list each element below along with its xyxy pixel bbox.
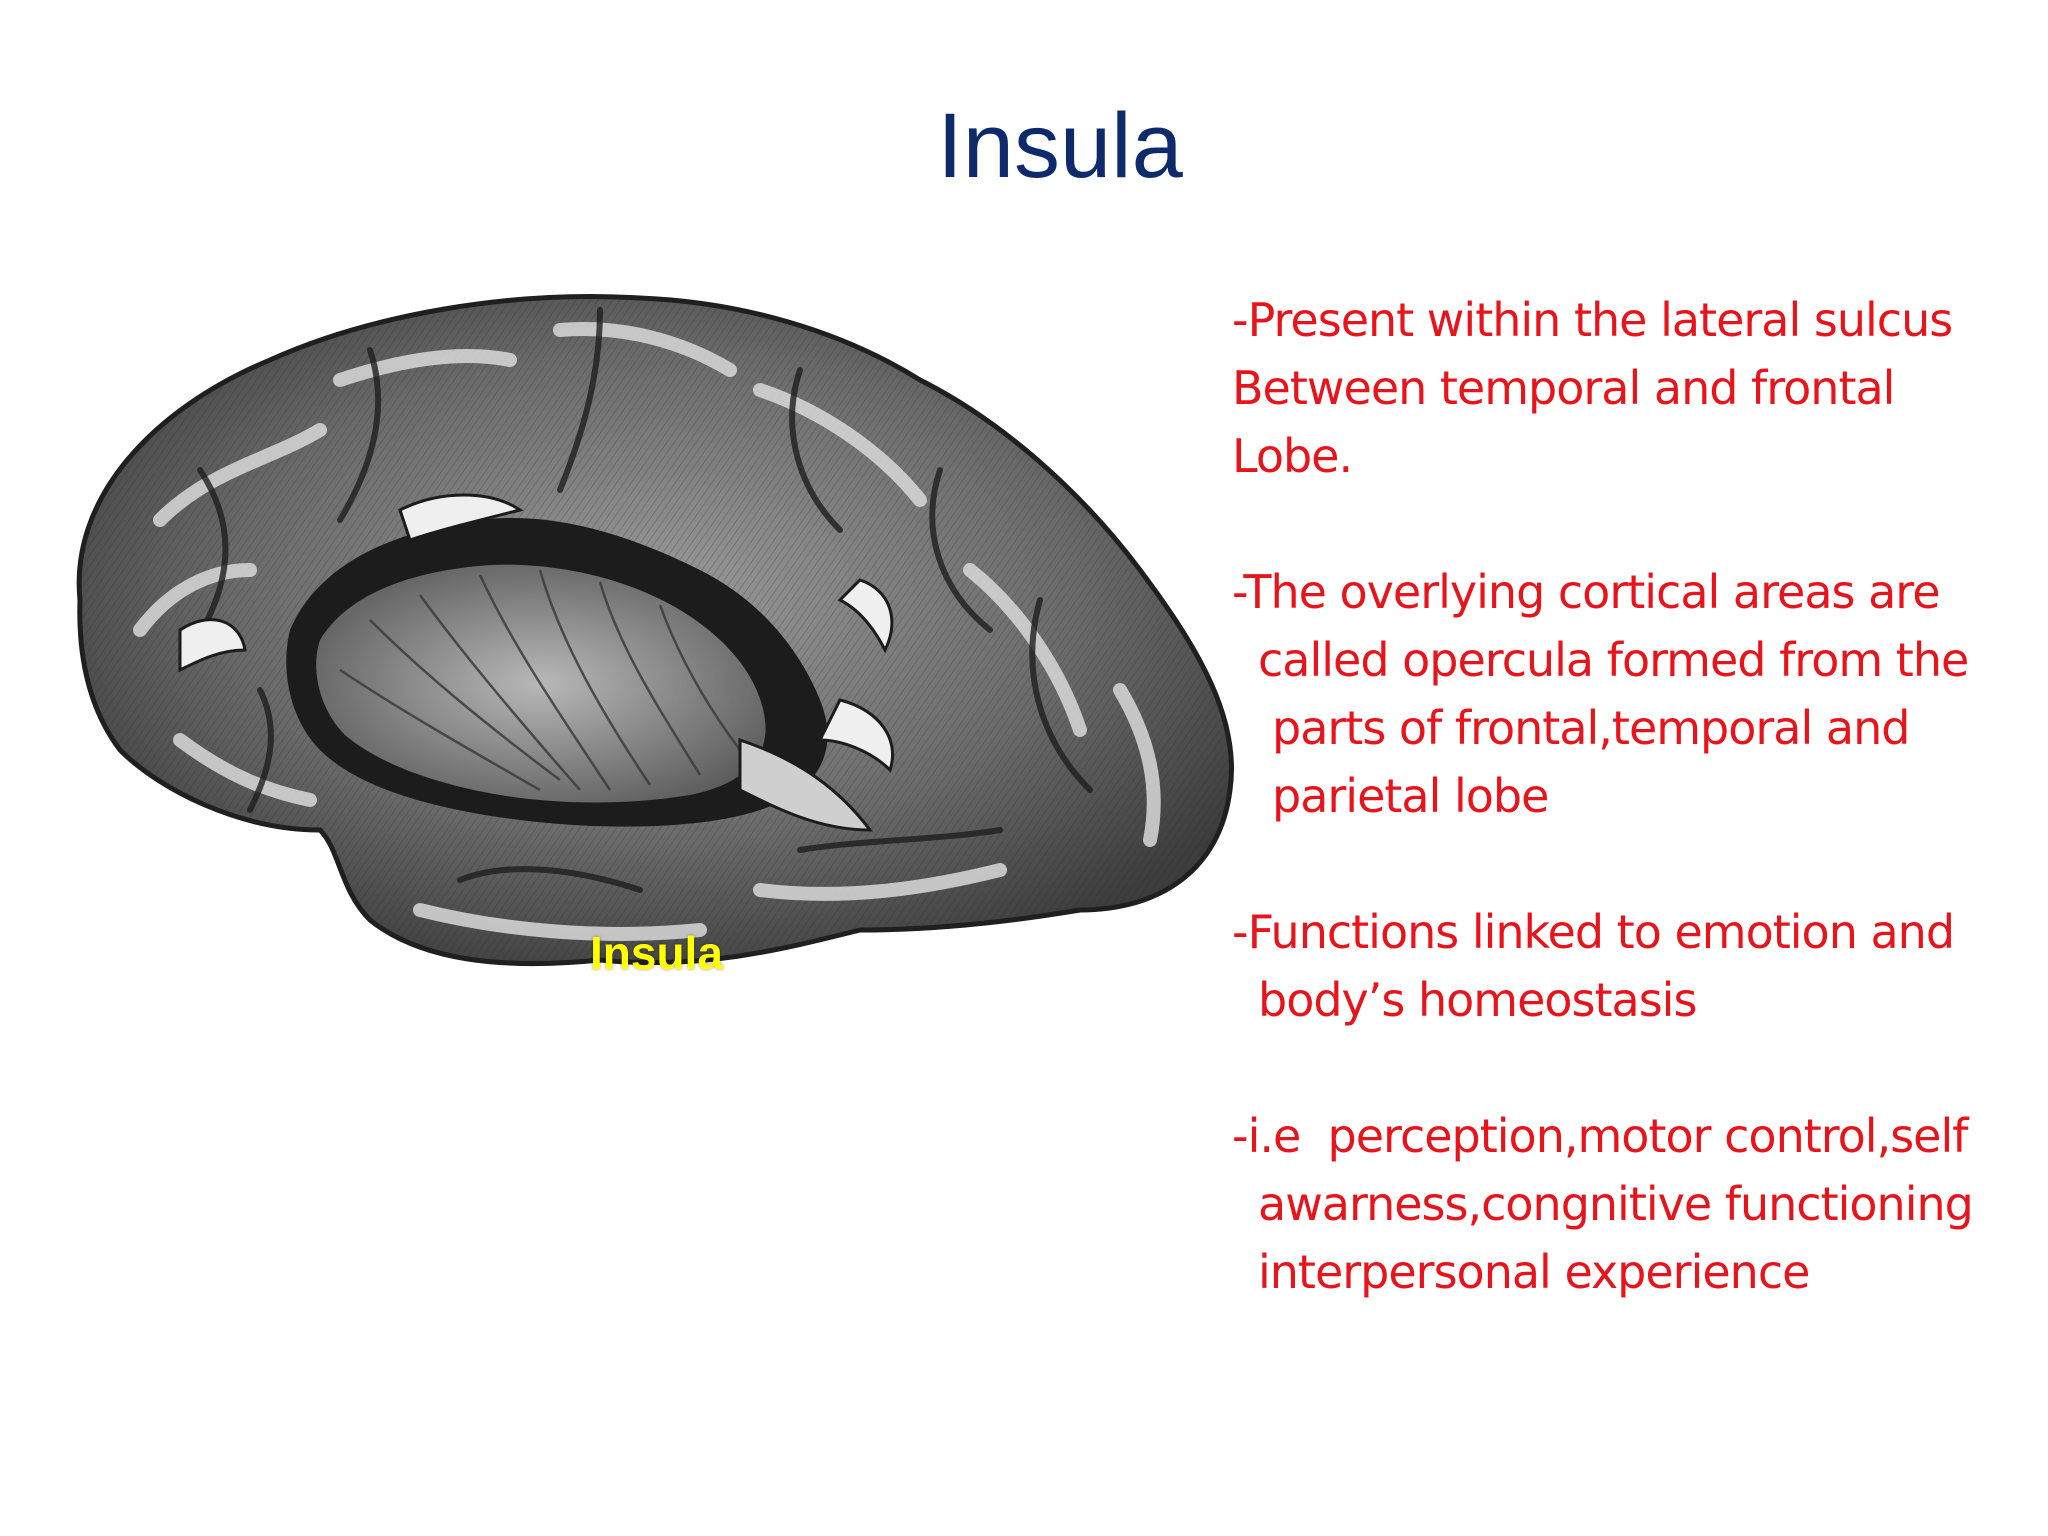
note-line: called opercula formed from the <box>1258 633 1969 687</box>
notes-text: -Present within the lateral sulcus Betwe… <box>1232 286 2032 1374</box>
brain-illustration: Insula <box>40 270 1280 990</box>
note-line: awarness,congnitive functioning <box>1258 1177 1974 1231</box>
note-functions: -Functions linked to emotion and body’s … <box>1232 898 2032 1034</box>
note-line: parts of frontal,temporal and <box>1272 701 1910 755</box>
note-opercula: -The overlying cortical areas are called… <box>1232 558 2032 830</box>
note-examples: -i.e perception,motor control,self awarn… <box>1232 1102 2032 1306</box>
slide-title: Insula <box>937 95 1183 197</box>
note-line: Between temporal and frontal <box>1232 361 1895 415</box>
note-line: -i.e perception,motor control,self <box>1232 1109 1968 1163</box>
insula-label: Insula <box>590 927 723 979</box>
note-line: -Present within the lateral sulcus <box>1232 293 1953 347</box>
note-line: body’s homeostasis <box>1258 973 1697 1027</box>
note-line: Lobe. <box>1232 429 1353 483</box>
note-line: -Functions linked to emotion and <box>1232 905 1955 959</box>
brain-drawing <box>76 294 1234 967</box>
note-location: -Present within the lateral sulcus Betwe… <box>1232 286 2032 490</box>
note-line: -The overlying cortical areas are <box>1232 565 1941 619</box>
note-line: parietal lobe <box>1272 769 1549 823</box>
note-line: interpersonal experience <box>1258 1245 1810 1299</box>
